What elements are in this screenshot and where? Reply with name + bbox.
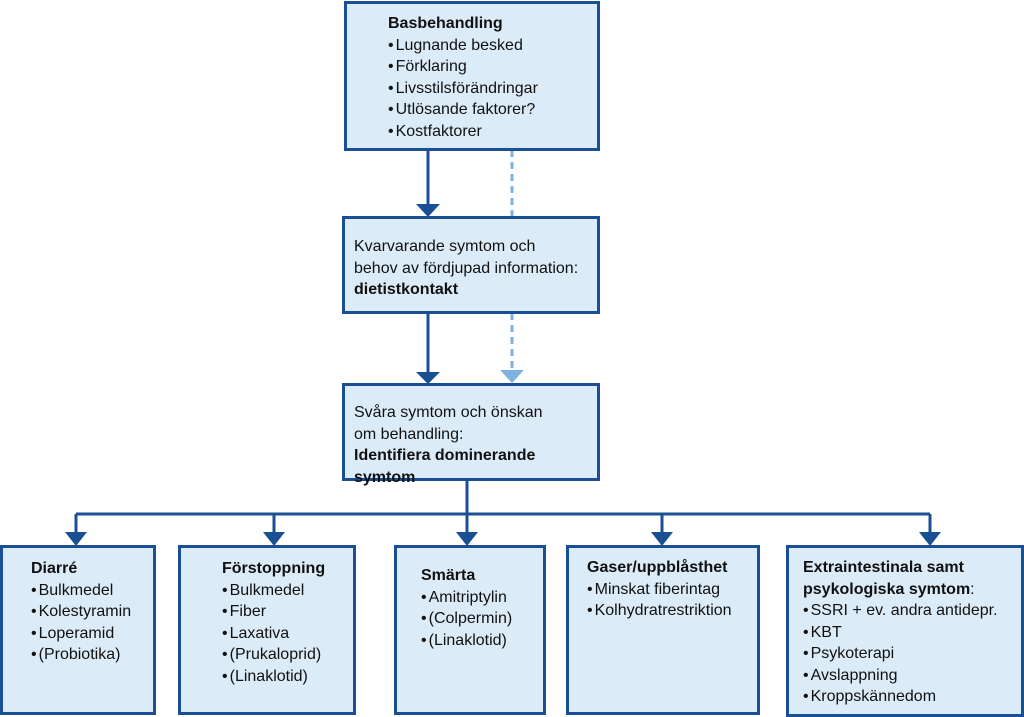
extra-title-line-2: psykologiska symtom: [803, 579, 1017, 601]
list-item: SSRI + ev. andra antidepr. [803, 600, 1017, 622]
arrowhead-svara [416, 372, 440, 384]
svara-action: Identifiera dominerande symtom [354, 447, 536, 486]
smarta-list: Amitriptylin (Colpermin) (Linaklotid) [421, 587, 539, 652]
diarre-box: Diarré Bulkmedel Kolestyramin Loperamid … [0, 545, 156, 715]
arrowhead-extra [919, 532, 941, 546]
dietist-line-2: behov av fördjupad information: [354, 259, 579, 277]
arrowhead-dietist [416, 204, 440, 217]
list-item: KBT [803, 622, 1017, 644]
list-item: Psykoterapi [803, 643, 1017, 665]
dietist-box: Kvarvarande symtom och behov av fördjupa… [342, 216, 600, 314]
forstoppning-list: Bulkmedel Fiber Laxativa (Prukaloprid) (… [222, 580, 349, 688]
extra-title-line-2-bold: psykologiska symtom [803, 580, 971, 598]
list-item: (Colpermin) [421, 608, 539, 630]
dietist-action: dietistkontakt [354, 281, 459, 298]
diarre-list: Bulkmedel Kolestyramin Loperamid (Probio… [31, 580, 149, 666]
basbehandling-box: Basbehandling Lugnande besked Förklaring… [344, 1, 600, 151]
dashed-arrowhead-svara [500, 370, 524, 383]
list-item: Bulkmedel [31, 580, 149, 602]
gaser-title: Gaser/uppblåsthet [587, 559, 728, 576]
extraintestinala-box: Extraintestinala samt psykologiska symto… [786, 545, 1024, 717]
extra-title-line-1: Extraintestinala samt [803, 559, 964, 576]
list-item: Bulkmedel [222, 580, 349, 602]
list-item: Loperamid [31, 623, 149, 645]
list-item: (Linaklotid) [421, 630, 539, 652]
forstoppning-title: Förstoppning [222, 560, 326, 577]
dietist-line-1: Kvarvarande symtom och [354, 238, 536, 255]
basbehandling-list: Lugnande besked Förklaring Livsstilsförä… [388, 35, 587, 143]
list-item: Utlösande faktorer? [388, 99, 587, 121]
list-item: (Prukaloprid) [222, 644, 349, 666]
list-item: Minskat fiberintag [587, 579, 753, 601]
gaser-box: Gaser/uppblåsthet Minskat fiberintag Kol… [566, 545, 760, 715]
diarre-title: Diarré [31, 560, 78, 577]
list-item: Kolestyramin [31, 601, 149, 623]
list-item: (Linaklotid) [222, 666, 349, 688]
arrowhead-gaser [651, 532, 673, 546]
list-item: Livsstilsförändringar [388, 78, 587, 100]
svara-line-1: Svåra symtom och önskan [354, 404, 543, 421]
arrowhead-forstoppning [263, 532, 285, 546]
smarta-title: Smärta [421, 567, 476, 584]
basbehandling-title: Basbehandling [388, 15, 503, 32]
list-item: Lugnande besked [388, 35, 587, 57]
extra-title-line-2-colon: : [970, 580, 975, 598]
extra-list: SSRI + ev. andra antidepr. KBT Psykotera… [803, 600, 1017, 708]
list-item: Laxativa [222, 623, 349, 645]
forstoppning-box: Förstoppning Bulkmedel Fiber Laxativa (P… [178, 545, 356, 715]
list-item: Kroppskännedom [803, 686, 1017, 708]
list-item: Amitriptylin [421, 587, 539, 609]
list-item: Fiber [222, 601, 349, 623]
smarta-box: Smärta Amitriptylin (Colpermin) (Linaklo… [394, 545, 546, 715]
arrowhead-smarta [456, 532, 478, 546]
gaser-list: Minskat fiberintag Kolhydratrestriktion [587, 579, 753, 622]
list-item: Kostfaktorer [388, 121, 587, 143]
list-item: (Probiotika) [31, 644, 149, 666]
list-item: Kolhydratrestriktion [587, 600, 753, 622]
arrowhead-diarre [65, 532, 87, 546]
list-item: Avslappning [803, 665, 1017, 687]
svara-symtom-box: Svåra symtom och önskan om behandling: I… [342, 383, 600, 486]
svara-line-2: om behandling: [354, 425, 464, 443]
list-item: Förklaring [388, 56, 587, 78]
